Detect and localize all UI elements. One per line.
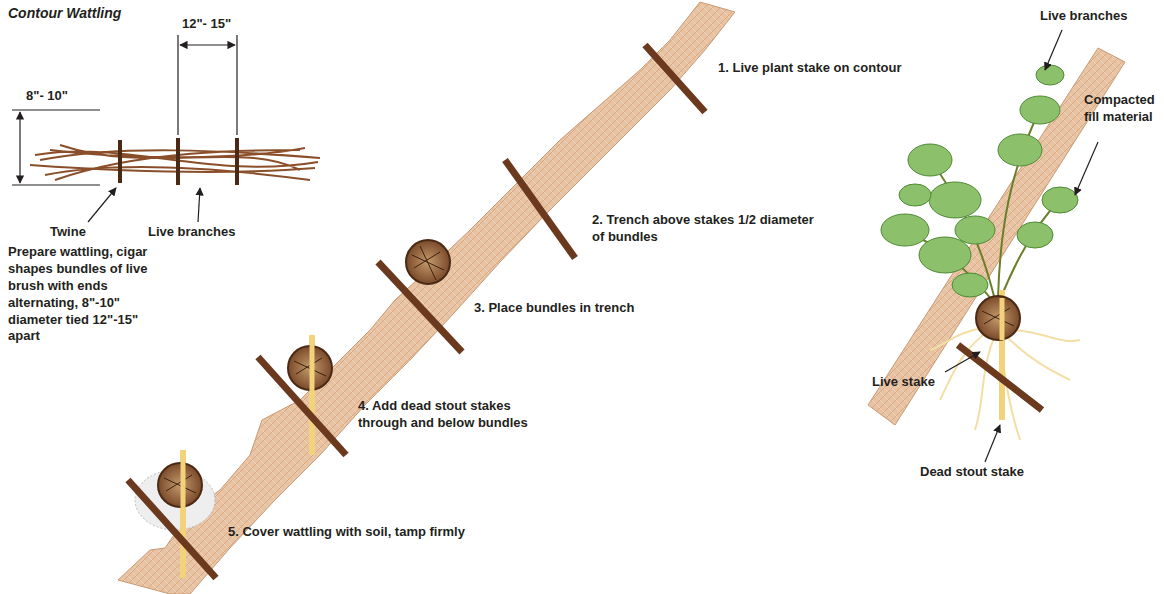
dimension-label: 8"- 10"	[26, 88, 68, 105]
slope	[118, 2, 735, 594]
part-label: Live stake	[872, 374, 935, 391]
title: Contour Wattling	[8, 4, 121, 22]
inset-stakes	[958, 290, 1042, 420]
part-label: Dead stout stake	[920, 464, 1024, 481]
dimension-label: 12"- 15"	[182, 16, 231, 33]
bundle-step5	[128, 450, 216, 578]
bundle-step3	[378, 240, 462, 352]
step-label: 5. Cover wattling with soil, tamp firmly	[228, 524, 465, 541]
plant	[881, 65, 1078, 300]
step-label: 2. Trench above stakes 1/2 diameter of b…	[592, 212, 822, 246]
part-label: Compacted fill material	[1084, 92, 1160, 126]
wattling-bundle	[30, 138, 320, 185]
step-label: 4. Add dead stout stakes through and bel…	[358, 398, 558, 432]
dimension-lines	[12, 35, 237, 222]
part-label: Twine	[50, 224, 86, 241]
part-label: Live branches	[1040, 8, 1127, 25]
inset-leaders	[945, 30, 1098, 462]
step-label: 3. Place bundles in trench	[474, 300, 634, 317]
step-label: 1. Live plant stake on contour	[718, 60, 901, 77]
live-stake	[505, 160, 575, 258]
live-stake	[645, 45, 705, 112]
part-label: Live branches	[148, 224, 235, 241]
note: Prepare wattling, cigar shapes bundles o…	[8, 244, 168, 345]
bundle-step4	[258, 335, 346, 455]
